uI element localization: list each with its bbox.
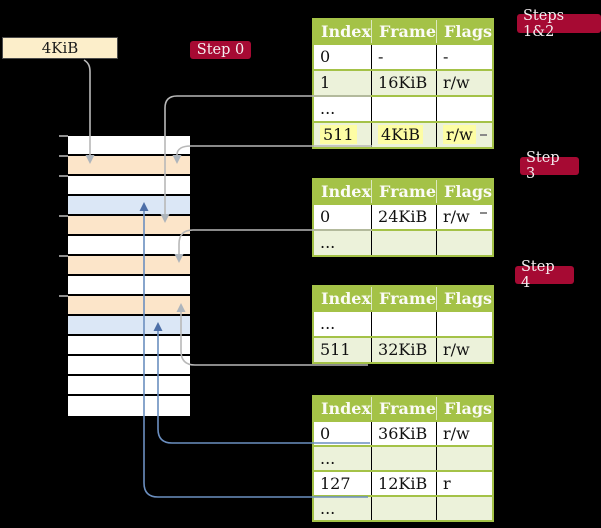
memory-frame-row: [68, 136, 190, 156]
table-row: ...: [313, 310, 494, 337]
table-header-cell: Flags: [436, 179, 494, 204]
steps-1-2-badge: Steps 1&2: [517, 8, 601, 40]
table-header-cell: Frame: [371, 286, 437, 311]
table-cell: [436, 95, 494, 122]
table-cell: -: [371, 43, 437, 70]
memory-frame-row: [68, 276, 190, 296]
table-header-cell: Frame: [371, 19, 437, 44]
memory-frame-row: [68, 216, 190, 236]
table-cell: r/w: [436, 203, 494, 230]
table-row: ...: [313, 95, 494, 122]
memory-frame-row: [68, 316, 190, 336]
table-cell: 32KiB: [371, 336, 437, 363]
step-0-badge: Step 0: [190, 41, 251, 59]
table-cell: ...: [313, 495, 372, 521]
table-header-cell: Index: [313, 286, 372, 311]
table-cell: 36KiB: [371, 420, 437, 446]
table-cell: 127: [313, 470, 372, 496]
table-cell: 24KiB: [371, 203, 437, 230]
table-cell: r/w: [436, 420, 494, 446]
tick-mark: [59, 135, 68, 137]
tick-mark: [59, 175, 68, 177]
table-cell: ...: [313, 445, 372, 471]
table-cell: ...: [313, 229, 372, 256]
table-cell: [371, 495, 437, 521]
tick-mark: [59, 155, 68, 157]
table-row: ...: [313, 495, 494, 521]
table-cell: 511: [313, 336, 372, 363]
table-cell: 0: [313, 43, 372, 70]
tick-mark: [59, 215, 68, 217]
table-row: 0--: [313, 43, 494, 70]
table-cell: [371, 229, 437, 256]
memory-frame-row: [68, 196, 190, 216]
table-header-cell: Index: [313, 19, 372, 44]
frame-size-label: 4KiB: [41, 39, 79, 57]
table-cell: [371, 310, 437, 337]
table-header-cell: Flags: [436, 286, 494, 311]
table-cell: 16KiB: [371, 69, 437, 96]
memory-frame-row: [68, 376, 190, 396]
table-cell: 511: [313, 121, 372, 148]
memory-frame-row: [68, 176, 190, 196]
table-cell: [371, 95, 437, 122]
table-cell: [436, 445, 494, 471]
table-cell: r/w: [436, 121, 494, 148]
table-header-cell: Flags: [436, 396, 494, 421]
memory-frame-row: [68, 236, 190, 256]
table-cell: r/w: [436, 69, 494, 96]
table-header-cell: Flags: [436, 19, 494, 44]
table-cell: ...: [313, 310, 372, 337]
table-cell: [436, 229, 494, 256]
table-cell: 12KiB: [371, 470, 437, 496]
table-cell: [371, 445, 437, 471]
highlighted-value: r/w: [443, 125, 476, 144]
table-cell: ...: [313, 95, 372, 122]
highlighted-value: 511: [320, 125, 357, 144]
tick-mark: [59, 255, 68, 257]
physical-memory-stack: [68, 136, 190, 416]
table-cell: [436, 495, 494, 521]
table-cell: -: [436, 43, 494, 70]
memory-frame-row: [68, 256, 190, 276]
memory-frame-row: [68, 396, 190, 416]
table-cell: r/w: [436, 336, 494, 363]
table-header-cell: Index: [313, 396, 372, 421]
memory-frame-row: [68, 296, 190, 316]
table-header-cell: Index: [313, 179, 372, 204]
memory-frame-row: [68, 156, 190, 176]
step-3-badge: Step 3: [520, 150, 579, 182]
tick-mark: [59, 295, 68, 297]
table-cell: [436, 310, 494, 337]
frame-size-box: 4KiB: [2, 37, 118, 59]
step-4-badge: Step 4: [515, 259, 574, 291]
table-cell: 0: [313, 420, 372, 446]
table-cell: 4KiB: [371, 121, 437, 148]
highlighted-value: 4KiB: [378, 125, 424, 144]
table-row: ...: [313, 229, 494, 256]
table-header-cell: Frame: [371, 179, 437, 204]
table-row: 511 4KiB r/w: [313, 121, 494, 148]
table-row: ...: [313, 445, 494, 471]
table-header-cell: Frame: [371, 396, 437, 421]
table-cell: r: [436, 470, 494, 496]
table-cell: 0: [313, 203, 372, 230]
table-cell: 1: [313, 69, 372, 96]
memory-frame-row: [68, 356, 190, 376]
memory-frame-row: [68, 336, 190, 356]
